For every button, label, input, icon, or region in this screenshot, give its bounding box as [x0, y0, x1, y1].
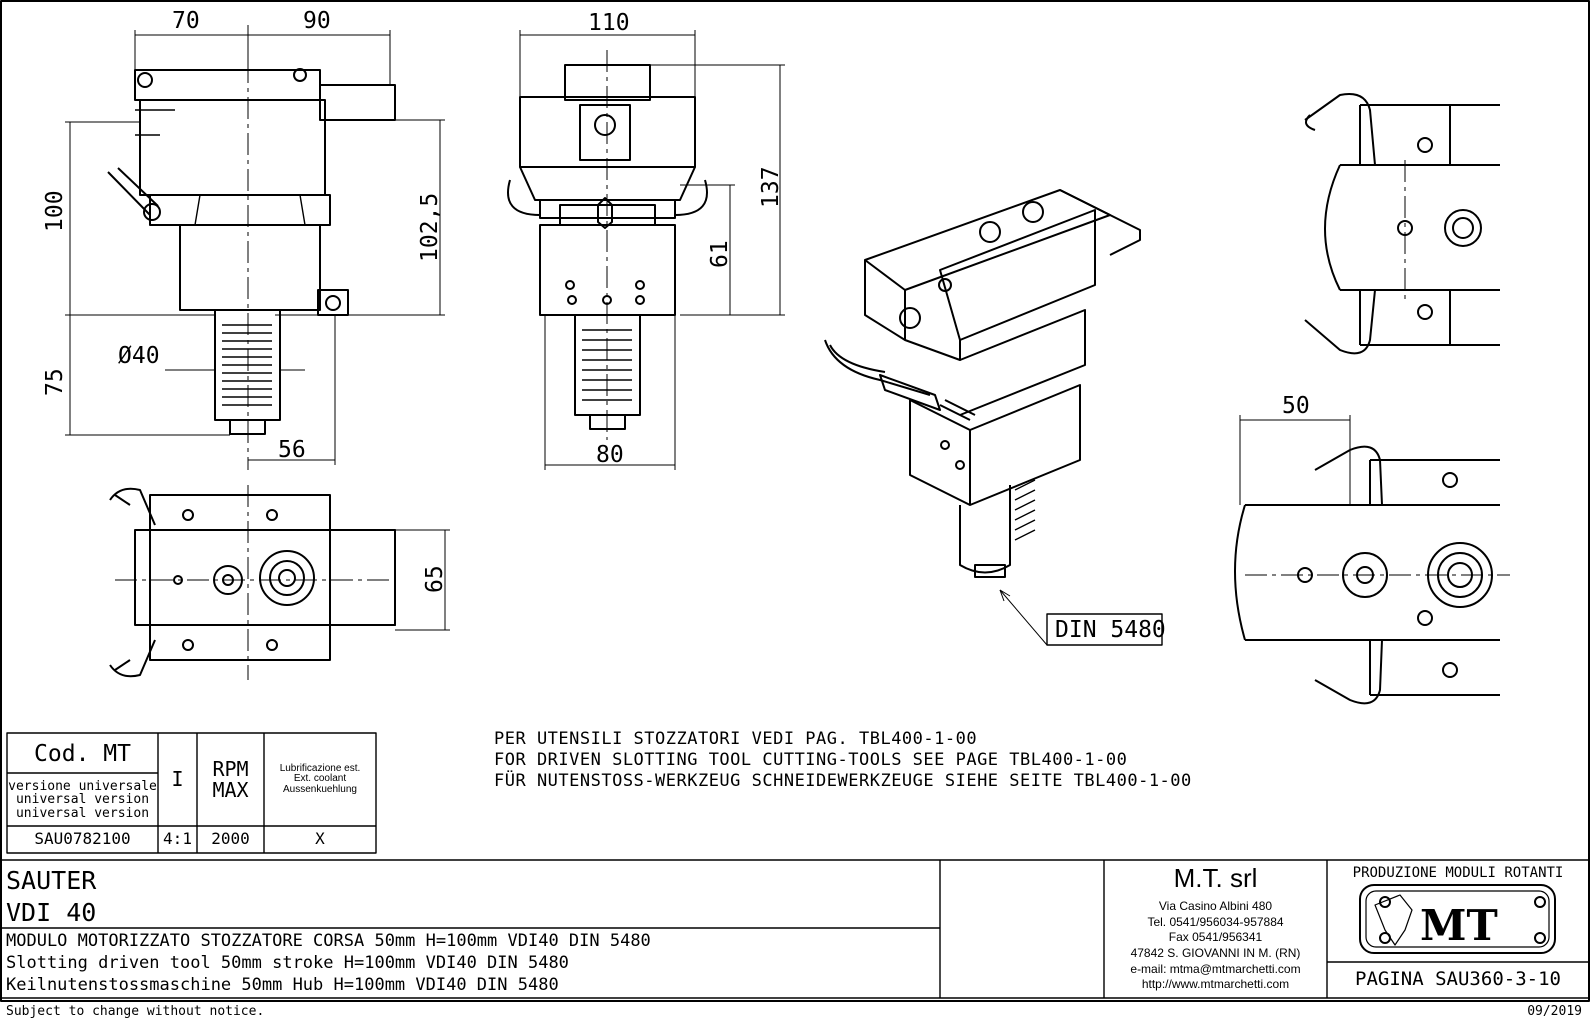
dim-61: 61 — [707, 240, 733, 268]
dim-90: 90 — [303, 8, 331, 34]
dim-137: 137 — [758, 166, 784, 208]
title-block-grid — [1, 859, 1589, 999]
front-view-dimensions — [65, 30, 445, 465]
lub-header-line: Aussenkuehlung — [283, 783, 357, 795]
top-view — [109, 487, 396, 678]
cod-mt-header: Cod. MT — [34, 740, 131, 767]
version-label: versione universale universal version un… — [7, 775, 158, 825]
brand-name: SAUTER — [6, 866, 97, 895]
dim-diameter-40: Ø40 — [118, 343, 160, 369]
lub-header-line: Ext. coolant — [293, 773, 347, 785]
side-view-dimensions — [519, 30, 785, 470]
disclaimer: Subject to change without notice. — [6, 1004, 265, 1019]
rpm-header-line2: MAX — [212, 777, 249, 802]
dim-65: 65 — [422, 565, 448, 593]
revision-date: 09/2019 — [1527, 1004, 1582, 1019]
model-name: VDI 40 — [6, 898, 97, 927]
coolant-value: X — [315, 829, 325, 849]
note-german: FÜR NUTENSTOSS-WERKZEUG SCHNEIDEWERKZEUG… — [494, 771, 1192, 791]
version-line: universal version — [15, 792, 150, 808]
address-line: e-mail: mtma@mtmarchetti.com — [1130, 961, 1301, 976]
company-name: M.T. srl — [1173, 863, 1258, 894]
address-line: 47842 S. GIOVANNI IN M. (RN) — [1130, 946, 1301, 960]
dim-75: 75 — [42, 368, 68, 396]
dim-56: 56 — [278, 437, 306, 463]
ratio-header: I — [171, 767, 184, 791]
rpm-header: RPM MAX — [197, 733, 264, 826]
gear-ratio: 4:1 — [163, 829, 192, 849]
mt-logo-text: MT — [1420, 901, 1498, 950]
isometric-view — [824, 189, 1141, 578]
dim-110: 110 — [588, 10, 630, 36]
right-view-dimensions — [1239, 415, 1351, 505]
note-english: FOR DRIVEN SLOTTING TOOL CUTTING-TOOLS S… — [494, 750, 1128, 770]
lubrication-header: Lubrificazione est. Ext. coolant Aussenk… — [264, 733, 376, 826]
rpm-header-line1: RPM — [212, 756, 249, 781]
note-italian: PER UTENSILI STOZZATORI VEDI PAG. TBL400… — [494, 729, 978, 749]
product-code: SAU0782100 — [34, 829, 131, 849]
version-line: versione universale — [8, 778, 157, 794]
din-callout-text: DIN 5480 — [1055, 617, 1166, 643]
address-line: http://www.mtmarchetti.com — [1141, 977, 1290, 992]
rpm-max-value: 2000 — [211, 829, 250, 849]
production-label: PRODUZIONE MODULI ROTANTI — [1352, 864, 1564, 881]
description-english: Slotting driven tool 50mm stroke H=100mm… — [6, 953, 569, 973]
address-line: Fax 0541/956341 — [1168, 930, 1263, 945]
right-upper-view — [1304, 93, 1500, 355]
description-german: Keilnutenstossmaschine 50mm Hub H=100mm … — [6, 975, 559, 995]
address-line: Via Casino Albini 480 — [1158, 899, 1273, 914]
top-view-dimensions — [395, 529, 450, 631]
version-line: universal version — [15, 805, 150, 821]
din-callout-box — [1046, 613, 1163, 646]
page-number: PAGINA SAU360-3-10 — [1355, 968, 1561, 991]
mt-logo — [1359, 884, 1556, 954]
dim-80: 80 — [596, 442, 624, 468]
dim-50: 50 — [1282, 393, 1310, 419]
dim-70: 70 — [172, 8, 200, 34]
address-line: Tel. 0541/956034-957884 — [1147, 914, 1284, 929]
company-address: Via Casino Albini 480 Tel. 0541/956034-9… — [1104, 897, 1327, 995]
din-leader-line — [999, 589, 1048, 646]
dim-100: 100 — [42, 190, 68, 232]
spec-table-grid — [6, 732, 377, 854]
description-italian: MODULO MOTORIZZATO STOZZATORE CORSA 50mm… — [6, 931, 651, 951]
sheet-border — [0, 0, 1590, 1002]
dim-102-5: 102,5 — [417, 193, 443, 262]
lub-header-line: Lubrificazione est. — [279, 762, 361, 774]
front-view — [107, 68, 396, 435]
